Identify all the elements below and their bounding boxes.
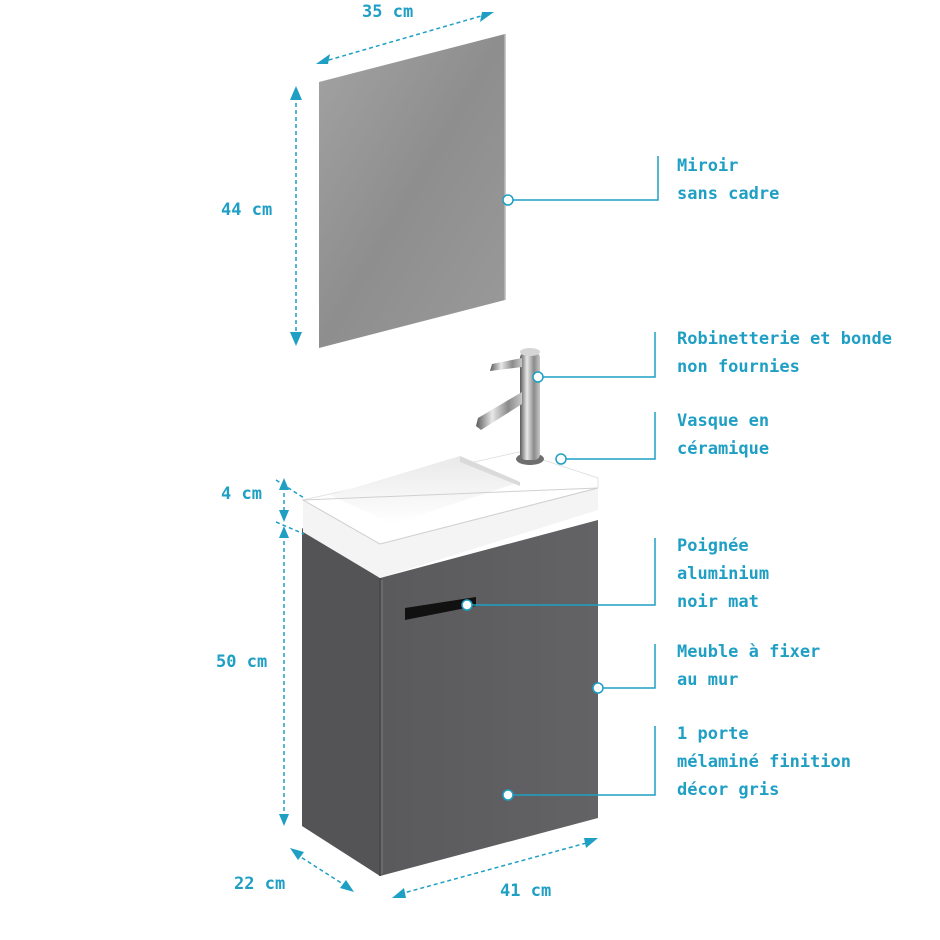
callout-text: Meuble à fixer [677, 642, 821, 662]
dim-label-mirror-height: 44 cm [221, 200, 273, 220]
callout-text: mélaminé finition [677, 752, 851, 772]
callout-handle: Poignée aluminium noir mat [677, 532, 769, 616]
faucet-spout [476, 392, 522, 430]
callout-mirror: Miroir sans cadre [677, 152, 779, 208]
dim-label-width: 41 cm [500, 881, 552, 901]
callout-cabinet: Meuble à fixer au mur [677, 638, 820, 694]
callout-faucet: Robinetterie et bonde non fournies [677, 325, 892, 381]
arrowhead [290, 86, 302, 100]
callout-dot-door [502, 789, 514, 801]
basin-top-outline [301, 487, 599, 545]
callout-text: noir mat [677, 592, 759, 612]
door-handle [405, 597, 476, 620]
dim-ext-basin-top [275, 479, 305, 499]
callout-text: Robinetterie et bonde [677, 329, 892, 349]
arrowhead [316, 54, 330, 64]
dim-ext-basin-bottom [275, 521, 305, 535]
callout-text: céramique [677, 439, 770, 459]
callout-text: décor gris [677, 780, 780, 800]
callout-line-mirror [508, 156, 659, 201]
callout-door: 1 porte mélaminé finition décor gris [677, 720, 851, 804]
dim-label-cabinet-height: 50 cm [216, 652, 268, 672]
dim-arrow-mirror-width [321, 13, 489, 63]
callout-text: 1 porte [677, 724, 749, 744]
callout-line-door [508, 726, 656, 796]
arrowhead [392, 888, 406, 898]
callout-text: aluminium [677, 564, 770, 584]
arrowhead [340, 880, 354, 892]
callout-text: Vasque en [677, 411, 770, 431]
arrowhead [584, 838, 598, 848]
callout-dot-faucet [532, 371, 544, 383]
callout-dot-cabinet [592, 682, 604, 694]
basin-bowl [330, 456, 520, 524]
callout-dot-basin [555, 453, 567, 465]
callout-text: non fournies [677, 357, 800, 377]
arrowhead [279, 526, 289, 538]
dim-label-depth: 22 cm [234, 874, 286, 894]
arrowhead [279, 478, 289, 490]
dim-arrow-width [399, 841, 591, 895]
faucet-lever [490, 358, 522, 371]
callout-basin: Vasque en céramique [677, 407, 769, 463]
callout-line-handle [467, 538, 656, 606]
callout-text: sans cadre [677, 184, 780, 204]
arrowhead [279, 510, 289, 522]
arrowhead [279, 814, 289, 826]
basin-front [303, 488, 598, 578]
callout-dot-handle [461, 599, 473, 611]
mirror [319, 34, 505, 348]
callout-text: Poignée [677, 536, 749, 556]
dim-label-basin-height: 4 cm [221, 484, 262, 504]
dim-arrow-depth [295, 853, 347, 887]
cabinet-door [380, 520, 598, 876]
arrowhead [290, 848, 304, 860]
callout-text: au mur [677, 670, 739, 690]
arrowhead [290, 332, 302, 346]
cabinet-side [302, 528, 380, 876]
faucet-top [520, 348, 540, 356]
basin-bowl-wall [460, 456, 520, 486]
callout-text: Miroir [677, 156, 739, 176]
callout-line-cabinet [598, 644, 656, 689]
faucet-body [520, 352, 540, 460]
callout-line-faucet [538, 332, 656, 378]
dim-label-mirror-width: 35 cm [362, 2, 414, 22]
arrowhead [480, 12, 494, 22]
callout-dot-mirror [502, 194, 514, 206]
callout-line-basin [561, 412, 656, 460]
